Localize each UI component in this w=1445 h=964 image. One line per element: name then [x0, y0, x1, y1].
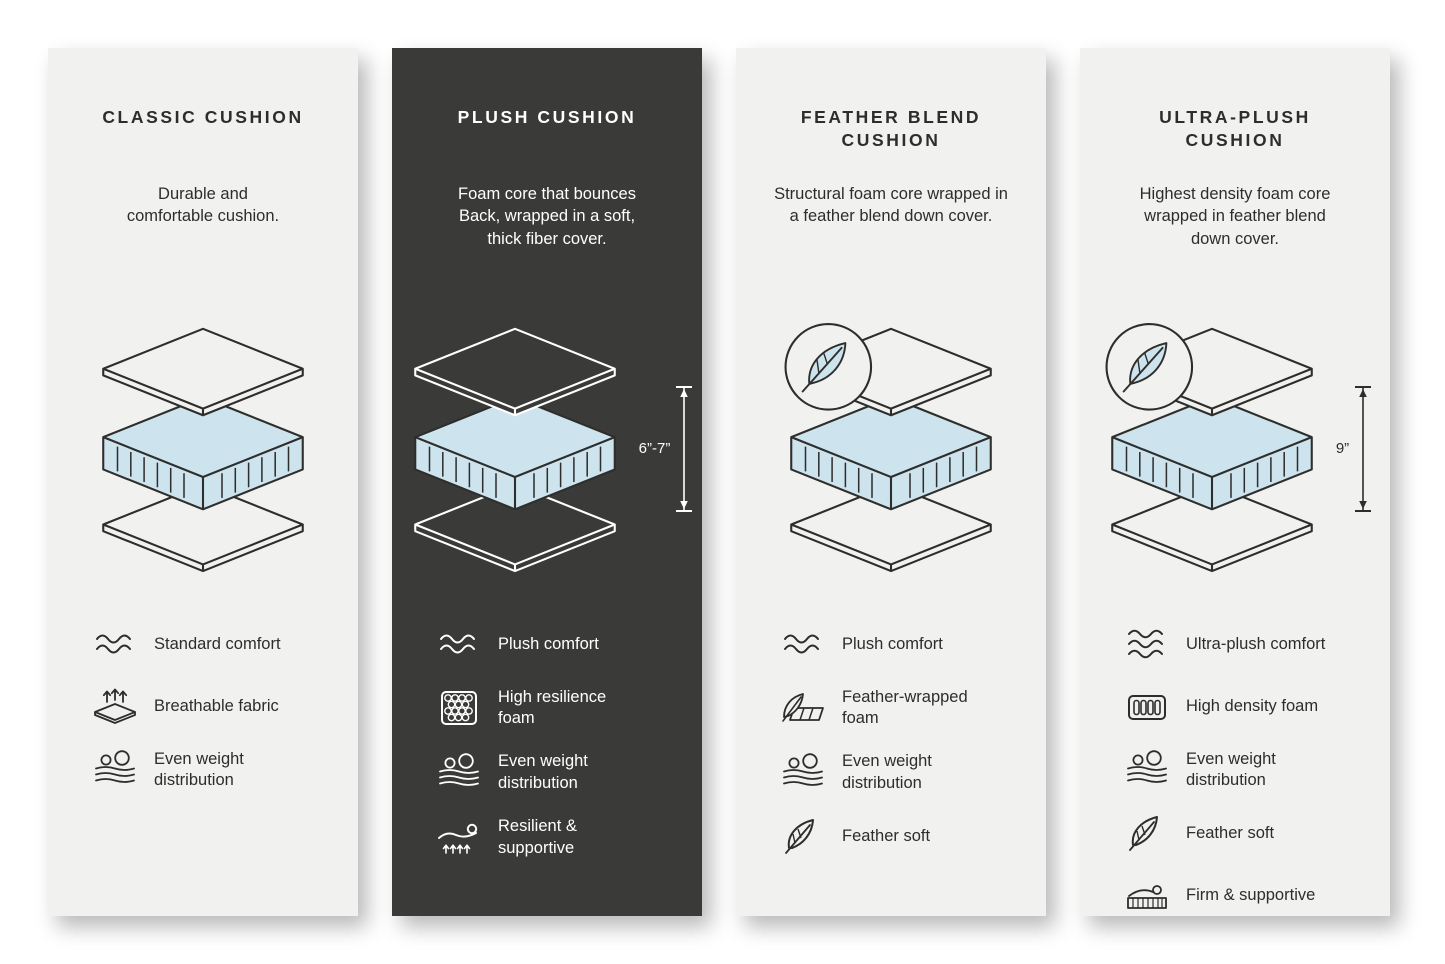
feature-label: Feather soft [1186, 823, 1275, 842]
feature-row: Even weight distribution [436, 751, 702, 794]
even-weight-icon [783, 753, 823, 786]
card-title: CLASSIC CUSHION [102, 107, 304, 127]
feature-row: High density foam [1124, 687, 1390, 727]
cushion-diagram [48, 299, 358, 599]
measurement-label: 9” [1335, 440, 1350, 458]
card-description: Durable and comfortable cushion. [126, 184, 280, 226]
feature-list: Plush comfort High resilience foam Even … [436, 625, 702, 860]
measurement-arrow [1355, 385, 1372, 512]
layered-cushion-illustration [102, 327, 304, 572]
card-classic-cushion: CLASSIC CUSHION Durable and comfortable … [48, 48, 358, 916]
card-ultra-plush-cushion: ULTRA-PLUSH CUSHION Highest density foam… [1080, 48, 1390, 916]
card-description: Highest density foam core wrapped in fea… [1139, 184, 1331, 249]
layered-cushion-illustration [413, 327, 616, 572]
card-plush-cushion: PLUSH CUSHION Foam core that bounces Bac… [392, 48, 702, 916]
feature-row: Standard comfort [92, 625, 358, 665]
feature-row: Feather-wrapped foam [780, 687, 1046, 730]
feature-label: Firm & supportive [1186, 885, 1316, 904]
cushion-comparison: CLASSIC CUSHION Durable and comfortable … [48, 48, 1390, 916]
waves-icon [1128, 629, 1163, 658]
feature-label: Even weight distribution [842, 752, 932, 792]
feature-row: Feather soft [1124, 813, 1390, 853]
breathable-fabric-icon [94, 688, 136, 724]
feature-label: Breathable fabric [154, 696, 279, 715]
measurement-arrow [676, 385, 693, 512]
feature-row: Ultra-plush comfort [1124, 625, 1390, 665]
layered-cushion-illustration [784, 322, 992, 572]
waves-icon [784, 634, 819, 654]
card-title: ULTRA-PLUSH CUSHION [1159, 107, 1311, 150]
cushion-diagram: 9” [1080, 299, 1390, 599]
feather-icon [1129, 816, 1158, 852]
feature-label: Plush comfort [498, 634, 599, 653]
feature-label: High density foam [1186, 696, 1319, 715]
even-weight-icon [95, 750, 135, 783]
feature-label: Resilient & supportive [498, 817, 577, 857]
feature-row: Plush comfort [436, 625, 702, 665]
feature-list: Ultra-plush comfort High density foam Ev… [1124, 625, 1390, 916]
even-weight-icon [1127, 750, 1167, 783]
feature-label: Feather-wrapped foam [842, 687, 968, 727]
layered-cushion-illustration [1105, 322, 1313, 572]
cushion-diagram [736, 299, 1046, 599]
feature-row: High resilience foam [436, 687, 702, 730]
card-description: Foam core that bounces Back, wrapped in … [458, 184, 636, 249]
feature-label: Feather soft [842, 826, 931, 845]
card-description: Structural foam core wrapped in a feathe… [774, 184, 1008, 226]
card-title: PLUSH CUSHION [457, 107, 637, 127]
feature-row: Breathable fabric [92, 687, 358, 727]
feature-label: Even weight distribution [498, 752, 588, 792]
measurement-indicator: 6”-7” [638, 385, 694, 512]
measurement-indicator: 9” [1335, 385, 1372, 512]
feature-label: Even weight distribution [1186, 749, 1276, 789]
cushion-diagram: 6”-7” [392, 299, 702, 599]
feature-label: Plush comfort [842, 634, 943, 653]
feature-label: Standard comfort [154, 634, 281, 653]
even-weight-icon [439, 753, 479, 786]
feature-row: Even weight distribution [780, 751, 1046, 794]
feature-row: Even weight distribution [1124, 749, 1390, 792]
feather-icon [785, 819, 814, 855]
firm-support-icon [1127, 885, 1167, 910]
measurement-label: 6”-7” [638, 440, 671, 458]
feature-list: Plush comfort Feather-wrapped foam Even … [780, 625, 1046, 857]
card-title: FEATHER BLEND CUSHION [800, 107, 982, 150]
foam-cells-icon [441, 690, 477, 725]
feature-row: Feather soft [780, 816, 1046, 856]
feature-label: High resilience foam [498, 687, 607, 727]
feather-badge [1105, 322, 1193, 411]
feature-row: Firm & supportive [1124, 875, 1390, 915]
feature-row: Resilient & supportive [436, 816, 702, 859]
feature-row: Plush comfort [780, 625, 1046, 665]
waves-icon [96, 634, 131, 654]
feather-badge [784, 322, 873, 411]
feature-list: Standard comfort Breathable fabric Even … [92, 625, 358, 792]
feather-wrapped-foam-icon [782, 693, 824, 722]
high-density-foam-icon [1128, 694, 1166, 720]
resilient-person-icon [438, 823, 478, 854]
feature-label: Ultra-plush comfort [1186, 634, 1326, 653]
waves-icon [440, 634, 475, 654]
feature-label: Even weight distribution [154, 749, 244, 789]
feature-row: Even weight distribution [92, 749, 358, 792]
card-feather-blend-cushion: FEATHER BLEND CUSHION Structural foam co… [736, 48, 1046, 916]
